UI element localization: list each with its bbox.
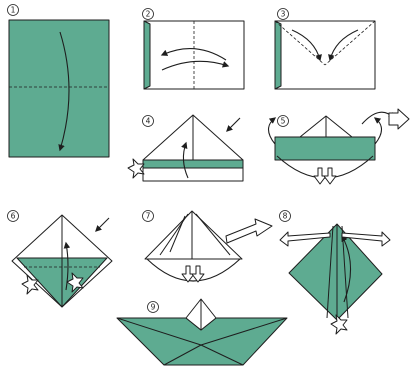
step-number: 8: [283, 212, 288, 221]
step-9: 9: [116, 298, 288, 366]
pull-apart-arrow-icon: [279, 231, 331, 247]
pull-apart-arrow-icon: [191, 265, 205, 283]
paper-sheet: [274, 20, 376, 90]
step-number-badge: 3: [277, 8, 289, 20]
step-8: 8: [279, 210, 391, 335]
curved-fold-arrow-icon: [160, 48, 227, 61]
open-pocket-arrow-icon: [146, 258, 241, 282]
paper-strip: [142, 167, 244, 182]
step-number-badge: 2: [142, 8, 154, 20]
curved-fold-arrow-icon: [58, 31, 70, 152]
push-arrow-icon: [226, 117, 241, 132]
step-number-badge: 9: [147, 301, 159, 313]
curved-fold-arrow-icon: [291, 29, 322, 62]
next-step-arrow-icon: [225, 218, 273, 244]
curved-fold-arrow-icon: [181, 141, 189, 179]
step-number-badge: 7: [142, 210, 154, 222]
curved-fold-arrow-icon: [161, 60, 230, 71]
star-burst-icon: [66, 272, 84, 293]
step-number: 5: [281, 117, 286, 126]
star-burst-icon: [330, 314, 348, 335]
paper-band: [274, 136, 376, 161]
push-arrow-icon: [95, 217, 110, 232]
step-6: 6: [7, 210, 113, 308]
step-number: 4: [146, 117, 151, 126]
pull-apart-arrow-icon: [313, 167, 327, 185]
star-burst-icon: [21, 274, 39, 295]
step-number-badge: 5: [277, 115, 289, 127]
step-number: 7: [146, 212, 151, 221]
step-number-badge: 1: [7, 4, 19, 16]
step-number-badge: 4: [142, 115, 154, 127]
curved-fold-arrow-icon: [328, 29, 359, 62]
paper-strip: [142, 159, 244, 169]
paper-sheet: [8, 19, 110, 158]
step-5: 5: [267, 108, 410, 185]
step-number-badge: 6: [7, 210, 19, 222]
step-7: 7: [142, 210, 273, 283]
step-3: 3: [274, 8, 376, 90]
next-step-arrow-icon: [388, 108, 410, 130]
step-number-badge: 8: [279, 210, 291, 222]
step-number: 6: [11, 212, 16, 221]
pull-apart-arrow-icon: [341, 231, 391, 247]
curved-fold-arrow-icon: [341, 234, 352, 303]
paper-triangle: [144, 210, 243, 260]
step-number: 1: [11, 6, 16, 15]
step-4: 4: [127, 114, 244, 182]
pull-apart-arrow-icon: [181, 265, 195, 283]
curved-fold-arrow-icon: [63, 241, 71, 291]
step-number: 2: [146, 10, 151, 19]
pull-apart-arrow-icon: [323, 167, 337, 185]
step-2: 2: [142, 8, 245, 90]
step-number: 9: [151, 303, 156, 312]
paper-edge: [274, 20, 282, 90]
step-1: 1: [7, 4, 110, 158]
paper-edge: [143, 20, 151, 90]
star-burst-icon: [127, 158, 145, 179]
step-number: 3: [281, 10, 286, 19]
